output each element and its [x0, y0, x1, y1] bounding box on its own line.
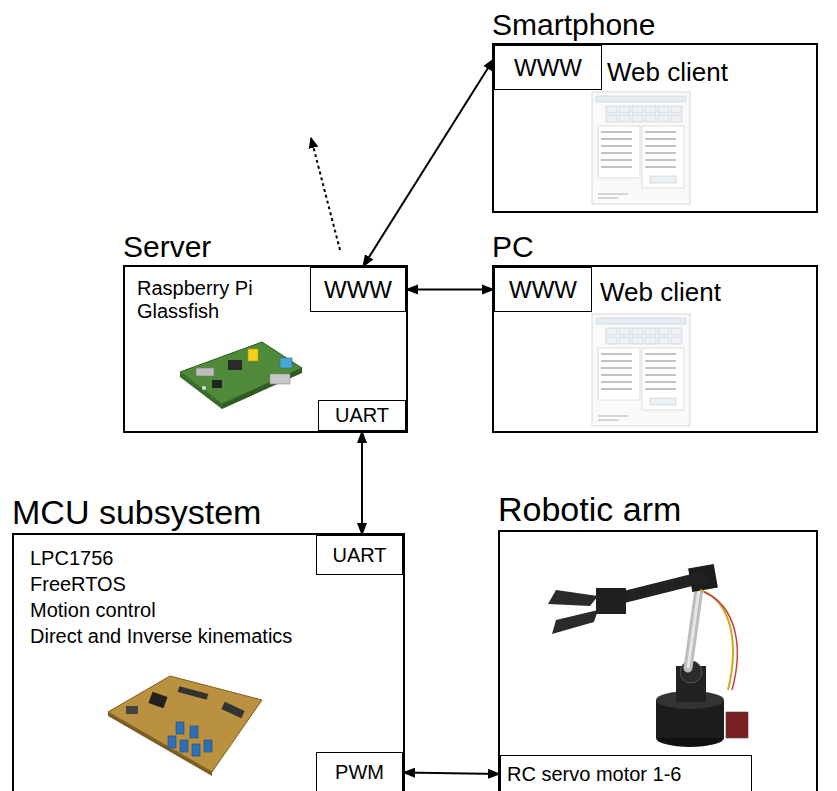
- port-box: UART: [318, 400, 406, 431]
- port-label: WWW: [509, 276, 577, 304]
- component-box: Robotic armRC servo motor 1-6: [498, 530, 818, 791]
- component-box: ServerRaspberry Pi GlassfishWWWUART: [123, 265, 408, 433]
- component-text: Direct and Inverse kinematics: [30, 625, 292, 648]
- port-label: UART: [335, 404, 389, 427]
- robotic-arm-photo: [548, 564, 748, 747]
- component-text: Web client: [607, 58, 728, 88]
- component-text: LPC1756: [30, 547, 113, 570]
- port-box: WWW: [494, 45, 602, 90]
- link-arrow: [361, 431, 363, 535]
- port-label: RC servo motor 1-6: [507, 763, 682, 786]
- port-label: UART: [332, 544, 386, 567]
- raspberry-pi-photo: [180, 342, 302, 409]
- component-text: Raspberry Pi Glassfish: [137, 277, 297, 323]
- port-label: PWM: [335, 761, 384, 784]
- port-box: UART: [316, 535, 403, 575]
- link-arrow: [403, 773, 500, 775]
- component-heading: MCU subsystem: [12, 493, 261, 532]
- dotted-arrow: [311, 138, 340, 250]
- component-box: MCU subsystemLPC1756FreeRTOSMotion contr…: [12, 533, 405, 791]
- component-heading: Robotic arm: [498, 490, 681, 529]
- port-box: WWW: [494, 267, 592, 312]
- component-heading: PC: [492, 230, 534, 265]
- port-box: PWM: [316, 752, 403, 791]
- port-label: WWW: [514, 54, 582, 82]
- component-heading: Smartphone: [492, 8, 655, 43]
- link-arrow: [363, 59, 494, 268]
- link-arrow: [406, 289, 494, 291]
- web-client-screenshot: [592, 92, 690, 204]
- component-text: Web client: [600, 278, 721, 308]
- component-box: PCWeb clientWWW: [492, 265, 818, 433]
- component-text: FreeRTOS: [30, 573, 126, 596]
- web-client-screenshot: [592, 314, 690, 426]
- component-heading: Server: [123, 230, 211, 265]
- mcu-board-photo: [108, 676, 262, 776]
- component-text: Motion control: [30, 599, 156, 622]
- port-box: WWW: [310, 267, 406, 312]
- component-box: SmartphoneWeb clientWWW: [492, 43, 818, 213]
- port-label: WWW: [324, 276, 392, 304]
- port-box: RC servo motor 1-6: [500, 755, 752, 791]
